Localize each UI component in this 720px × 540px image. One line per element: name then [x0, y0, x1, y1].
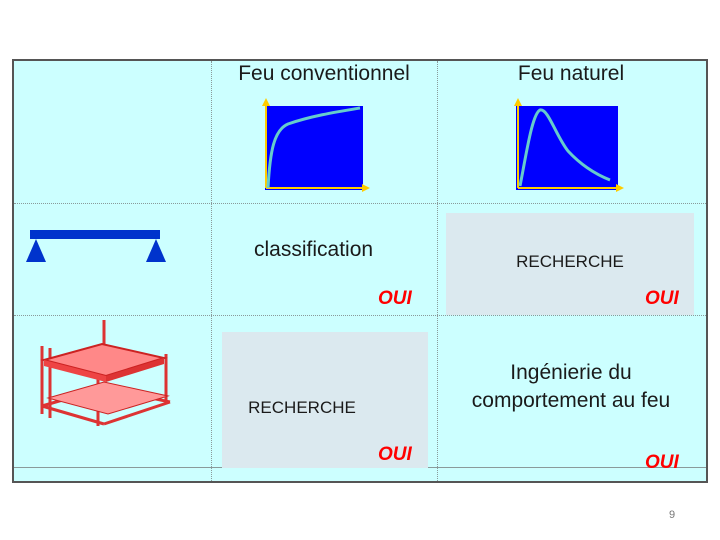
conventional-fire-curve-chart — [262, 98, 370, 192]
classification-label: classification — [254, 238, 374, 261]
research-label-natural-member: RECHERCHE — [516, 252, 624, 271]
page-number: 9 — [669, 509, 676, 521]
fire-engineering-line1: Ingénierie du — [510, 361, 632, 384]
column-divider-1 — [211, 61, 212, 481]
row-divider-1 — [14, 203, 706, 204]
yes-label-conventional-structure: OUI — [378, 444, 412, 465]
research-box-natural-member — [446, 213, 694, 315]
natural-fire-curve-chart — [514, 98, 624, 192]
yes-label-natural-member: OUI — [645, 288, 679, 309]
beam-icon — [26, 230, 166, 262]
column-divider-2 — [437, 61, 438, 481]
row-divider-2 — [14, 315, 706, 316]
natural-fire-curve — [518, 108, 611, 187]
yes-label-classification: OUI — [378, 288, 412, 309]
research-box-conventional-structure — [222, 332, 428, 468]
yes-label-fire-engineering: OUI — [645, 452, 679, 473]
frame-icon — [40, 320, 171, 426]
fire-engineering-line2: comportement au feu — [471, 389, 671, 412]
research-label-conventional-structure: RECHERCHE — [248, 398, 356, 417]
header-natural-fire: Feu naturel — [517, 62, 625, 85]
conventional-fire-curve — [266, 106, 361, 189]
header-conventional-fire: Feu conventionnel — [238, 62, 410, 85]
conventional-chart-plot-area — [265, 106, 363, 190]
